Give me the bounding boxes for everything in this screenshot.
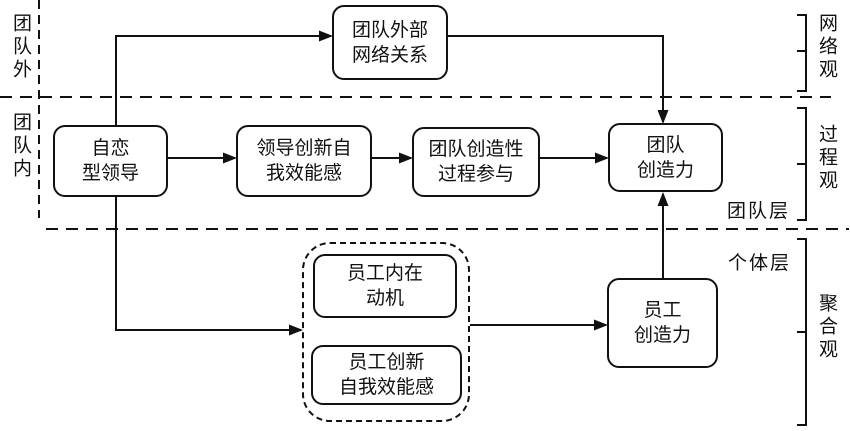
arrow-leader-to-external-network (115, 30, 333, 125)
level-label-individual: 个体层 (728, 253, 792, 274)
box-leader-innovation-self-efficacy: 领导创新自 我效能感 (236, 125, 372, 197)
bracket-network-view (797, 14, 807, 92)
box-leader-efficacy-line1: 领导创新自 (256, 138, 352, 159)
box-team-creativity-line1: 团队 (646, 134, 685, 156)
arrow-external-network-to-team-creativity (448, 35, 669, 124)
row-label-outside-team: 团队外 (10, 13, 31, 82)
box-employee-creativity-line2: 创造力 (633, 325, 691, 346)
box-employee-creativity-line1: 员工 (643, 300, 682, 321)
box-employee-innovation-self-efficacy: 员工创新 自我效能感 (311, 345, 462, 405)
individual-factors-cluster (302, 242, 470, 422)
box-team-creativity: 团队 创造力 (608, 123, 723, 192)
box-leader-efficacy-line2: 我效能感 (265, 163, 342, 184)
box-external-network-line1: 团队外部 (351, 19, 428, 41)
box-employee-creativity: 员工 创造力 (607, 278, 718, 368)
box-intrinsic-line1: 员工内在 (346, 263, 423, 284)
box-external-network: 团队外部 网络关系 (332, 5, 448, 80)
arrow-leader-to-individual-cluster (115, 197, 303, 336)
box-team-creativity-line2: 创造力 (636, 159, 694, 181)
box-intrinsic-line2: 动机 (365, 288, 404, 309)
bracket-process-view (797, 107, 807, 221)
box-narcissistic-leadership: 自恋 型领导 (53, 125, 168, 197)
box-team-creative-process-engagement: 团队创造性 过程参与 (412, 127, 540, 197)
view-label-process: 过程观 (816, 124, 837, 193)
view-label-network: 网络观 (816, 13, 837, 82)
view-label-aggregation: 聚合观 (816, 293, 837, 362)
bracket-aggregation-view (797, 238, 807, 426)
box-narcissistic-line1: 自恋 (91, 138, 130, 159)
box-employee-intrinsic-motivation: 员工内在 动机 (313, 254, 457, 318)
box-employee-efficacy-line2: 自我效能感 (338, 377, 434, 398)
level-label-team: 团队层 (727, 201, 791, 222)
box-team-process-line1: 团队创造性 (428, 139, 524, 160)
box-employee-efficacy-line1: 员工创新 (348, 352, 425, 373)
row-label-inside-team: 团队内 (10, 112, 31, 181)
box-narcissistic-line2: 型领导 (81, 163, 139, 184)
box-external-network-line2: 网络关系 (351, 44, 428, 66)
box-team-process-line2: 过程参与 (437, 164, 514, 185)
